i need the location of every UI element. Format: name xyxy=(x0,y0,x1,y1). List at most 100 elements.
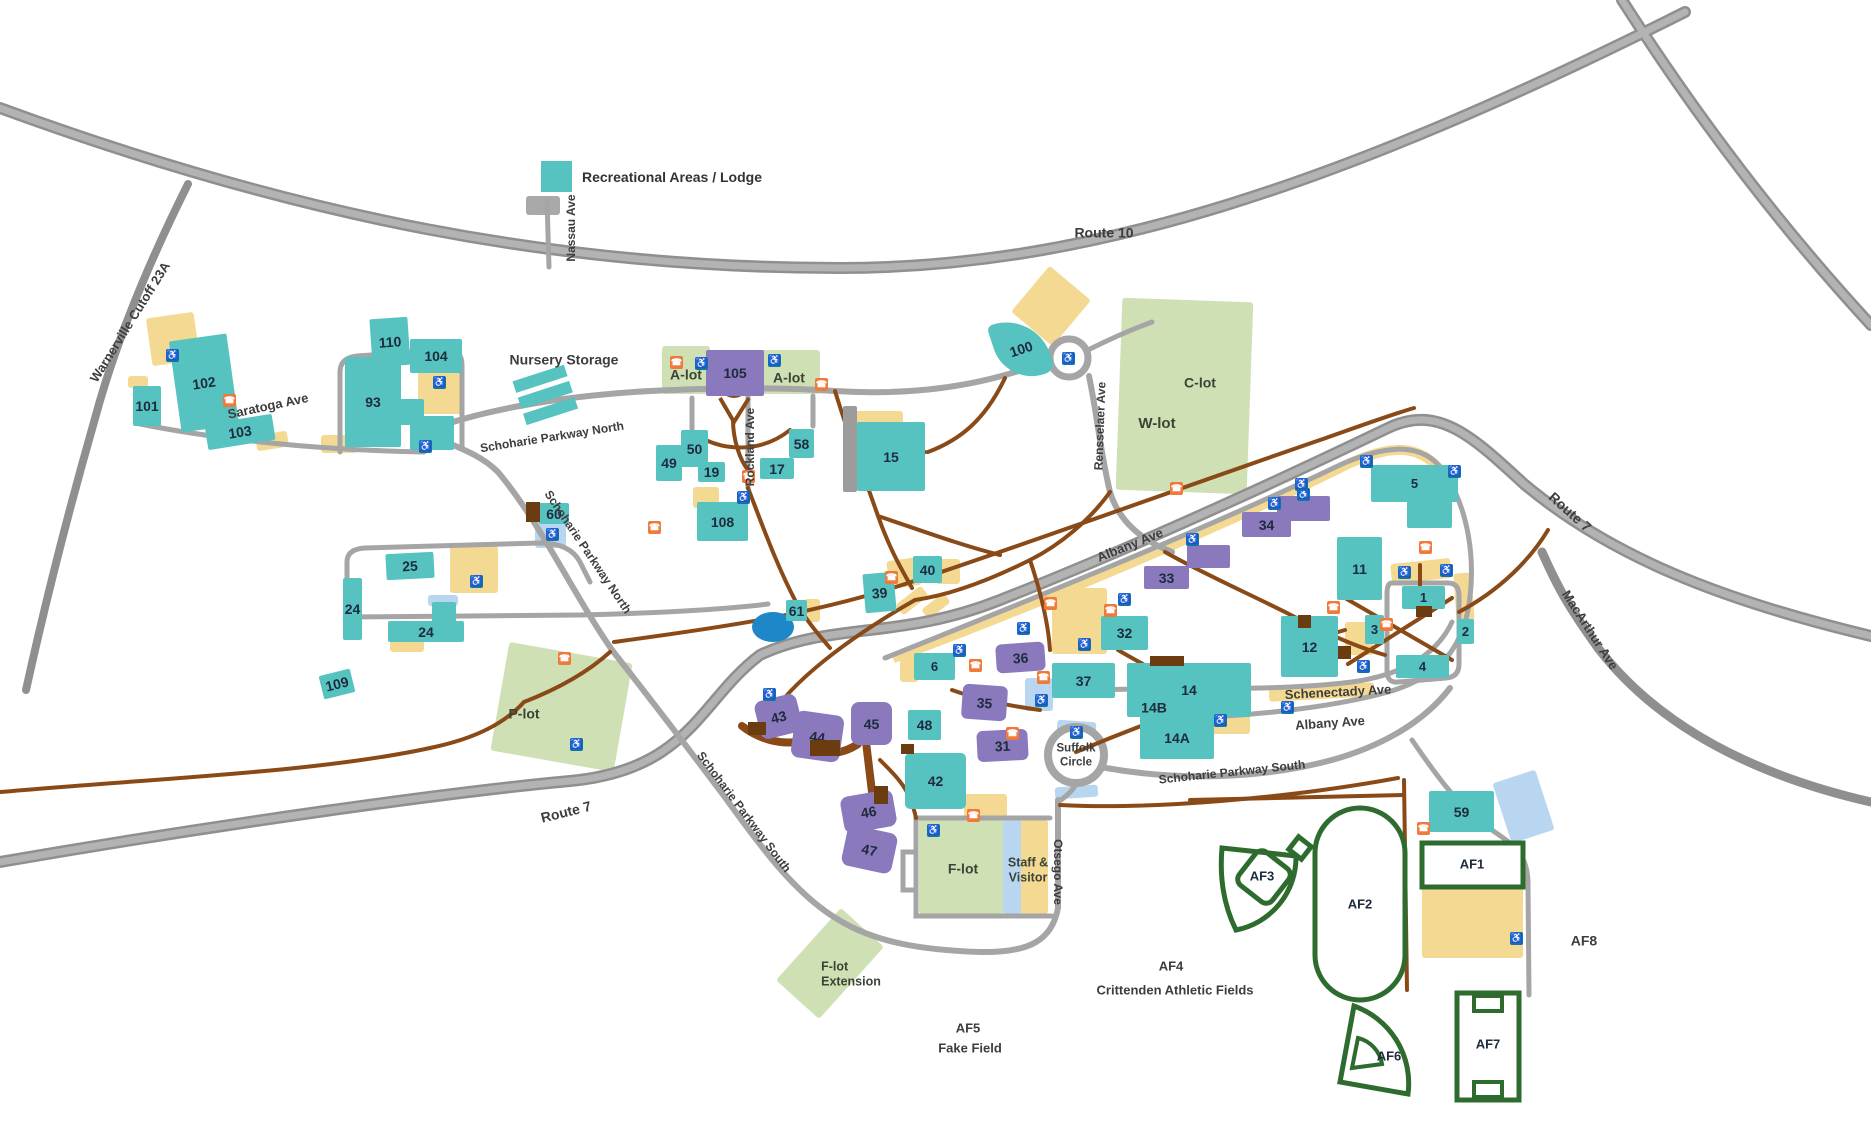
road-quad-loop xyxy=(1384,580,1462,685)
building-50: 50 xyxy=(681,430,708,467)
building-1: 1 xyxy=(1402,586,1445,609)
map-label: F-lot xyxy=(947,860,979,877)
path-junction-block xyxy=(810,740,840,756)
building-105-arch-path xyxy=(718,396,751,426)
map-label: AF8 xyxy=(1570,932,1598,949)
map-label: 14B xyxy=(1141,699,1167,716)
y-af1 xyxy=(1422,886,1523,958)
road-clot-access xyxy=(1085,319,1155,353)
building-25: 25 xyxy=(385,551,435,581)
building-label: 15 xyxy=(883,448,899,465)
y-101 xyxy=(128,376,148,388)
accessibility-icon: ♿ xyxy=(737,491,750,504)
map-label: Route 10 xyxy=(1074,224,1134,241)
map-label: AF6 xyxy=(1376,1048,1402,1064)
building-label: 2 xyxy=(1461,624,1470,639)
building-label: 11 xyxy=(1352,560,1367,577)
building-label: 49 xyxy=(661,455,677,471)
building-annex xyxy=(1187,545,1230,568)
accessibility-icon: ♿ xyxy=(546,528,559,541)
stripe xyxy=(512,364,568,393)
accessibility-icon: ♿ xyxy=(470,575,483,588)
building-label: 36 xyxy=(1012,648,1029,667)
accessibility-icon: ♿ xyxy=(1360,455,1373,468)
map-label: AF7 xyxy=(1475,1036,1501,1052)
footpath xyxy=(0,700,526,794)
path-junction-block xyxy=(1150,656,1184,666)
accessibility-icon: ♿ xyxy=(1214,714,1227,727)
map-label: AF1 xyxy=(1459,856,1485,872)
building-label: 109 xyxy=(323,673,351,695)
building-label: 45 xyxy=(863,715,880,732)
accessibility-icon: ♿ xyxy=(1017,622,1030,635)
road-schoharie-north-diag xyxy=(421,429,615,653)
legend: Recreational Areas / Lodge xyxy=(541,161,762,192)
footpath xyxy=(926,376,1007,454)
map-label: AF5 xyxy=(955,1020,981,1036)
building-label: 35 xyxy=(976,693,993,712)
map-label: W-lot xyxy=(1138,415,1176,433)
accessibility-icon: ♿ xyxy=(1268,497,1281,510)
nursery-storage-stripes xyxy=(512,364,579,426)
road-nassau-ave xyxy=(544,197,552,270)
building-label: 24 xyxy=(344,601,361,617)
path-junction-block xyxy=(748,722,766,735)
accessibility-icon: ♿ xyxy=(1062,352,1075,365)
road-albany-ave xyxy=(882,446,1474,721)
accessibility-icon: ♿ xyxy=(768,354,781,367)
road-flot-frame xyxy=(913,815,1055,919)
road-macarthur-ave xyxy=(1537,547,1871,807)
building-annex xyxy=(410,416,454,450)
accessibility-icon: ♿ xyxy=(1357,660,1370,673)
building-36: 36 xyxy=(995,641,1046,674)
emergency-phone-icon: ☎ xyxy=(969,659,982,672)
road-route-10 xyxy=(0,6,1691,275)
path-junction-block xyxy=(1298,615,1311,628)
nassau-block xyxy=(526,196,560,215)
field-af6-inner xyxy=(1349,1035,1385,1071)
building-label: 43 xyxy=(768,706,788,727)
accessibility-icon: ♿ xyxy=(1295,478,1308,491)
building-label: 17 xyxy=(769,460,785,477)
map-label: AF4 xyxy=(1158,958,1184,974)
building-48: 48 xyxy=(908,710,941,740)
map-label: Staff & Visitor xyxy=(1007,855,1049,884)
road-route-10-center xyxy=(0,8,1689,272)
map-label: Fake Field xyxy=(938,1040,1002,1056)
building-annex xyxy=(1407,501,1452,528)
building-label: 46 xyxy=(859,802,878,821)
building-label: 48 xyxy=(916,717,933,733)
path-junction-block xyxy=(874,786,888,804)
athletic-fields xyxy=(1218,805,1526,1103)
accessibility-icon: ♿ xyxy=(419,440,432,453)
field-af7-goal-bottom xyxy=(1472,1080,1504,1099)
emergency-phone-icon: ☎ xyxy=(223,394,236,407)
map-label: Suffolk Circle xyxy=(1056,742,1096,768)
building-label: 110 xyxy=(378,333,402,351)
building-60: 60 xyxy=(539,503,569,524)
building-label: 4 xyxy=(1418,659,1427,674)
building-label: 108 xyxy=(710,513,735,530)
road-25-loop xyxy=(344,540,593,619)
emergency-phone-icon: ☎ xyxy=(742,470,755,483)
staff-visitor-yellow xyxy=(1021,820,1048,914)
building-17: 17 xyxy=(760,458,794,479)
field-af1 xyxy=(1419,840,1526,890)
path-junction-block xyxy=(901,744,914,754)
building-14: 14 xyxy=(1127,663,1251,717)
accessibility-icon: ♿ xyxy=(166,349,179,362)
road-schoharie-south-east xyxy=(1103,685,1453,780)
footpath xyxy=(1188,793,1406,802)
footpath xyxy=(612,406,1416,644)
building-label: 25 xyxy=(401,557,419,575)
road-saratoga-ave xyxy=(137,421,427,455)
building-11: 11 xyxy=(1337,537,1382,600)
emergency-phone-icon: ☎ xyxy=(815,378,828,391)
building-12: 12 xyxy=(1281,616,1338,677)
footpath xyxy=(731,418,750,472)
accessibility-icon: ♿ xyxy=(1078,638,1091,651)
accessibility-icon: ♿ xyxy=(1510,932,1523,945)
building-annex xyxy=(843,406,857,492)
building-58: 58 xyxy=(789,429,814,458)
footpath xyxy=(1308,563,1454,666)
